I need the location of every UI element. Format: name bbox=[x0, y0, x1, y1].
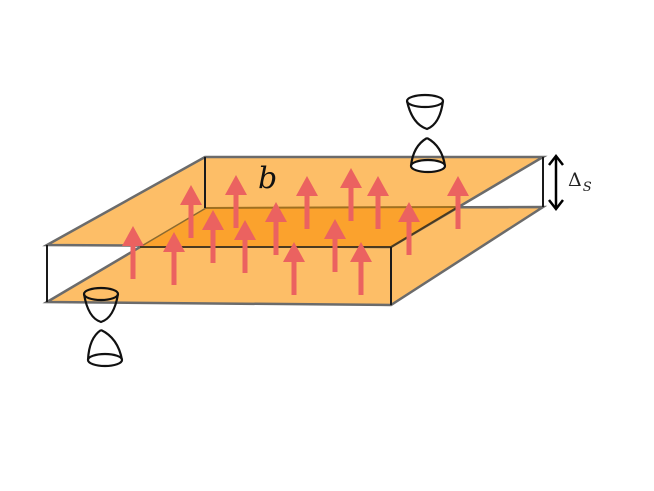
thickness-double-arrow-icon bbox=[548, 153, 564, 212]
dirac-cone-bottom-left-icon bbox=[82, 286, 124, 368]
dirac-cone-top-right-icon bbox=[405, 93, 447, 174]
thickness-label-main: Δ bbox=[568, 169, 582, 191]
thickness-label-sub: S bbox=[582, 180, 592, 195]
overlap-right-edge bbox=[390, 206, 459, 248]
overlap-left-edge bbox=[139, 207, 207, 248]
thickness-label: ΔS bbox=[568, 169, 592, 195]
width-label: b bbox=[258, 161, 278, 196]
overlap-back-edge bbox=[205, 206, 459, 209]
